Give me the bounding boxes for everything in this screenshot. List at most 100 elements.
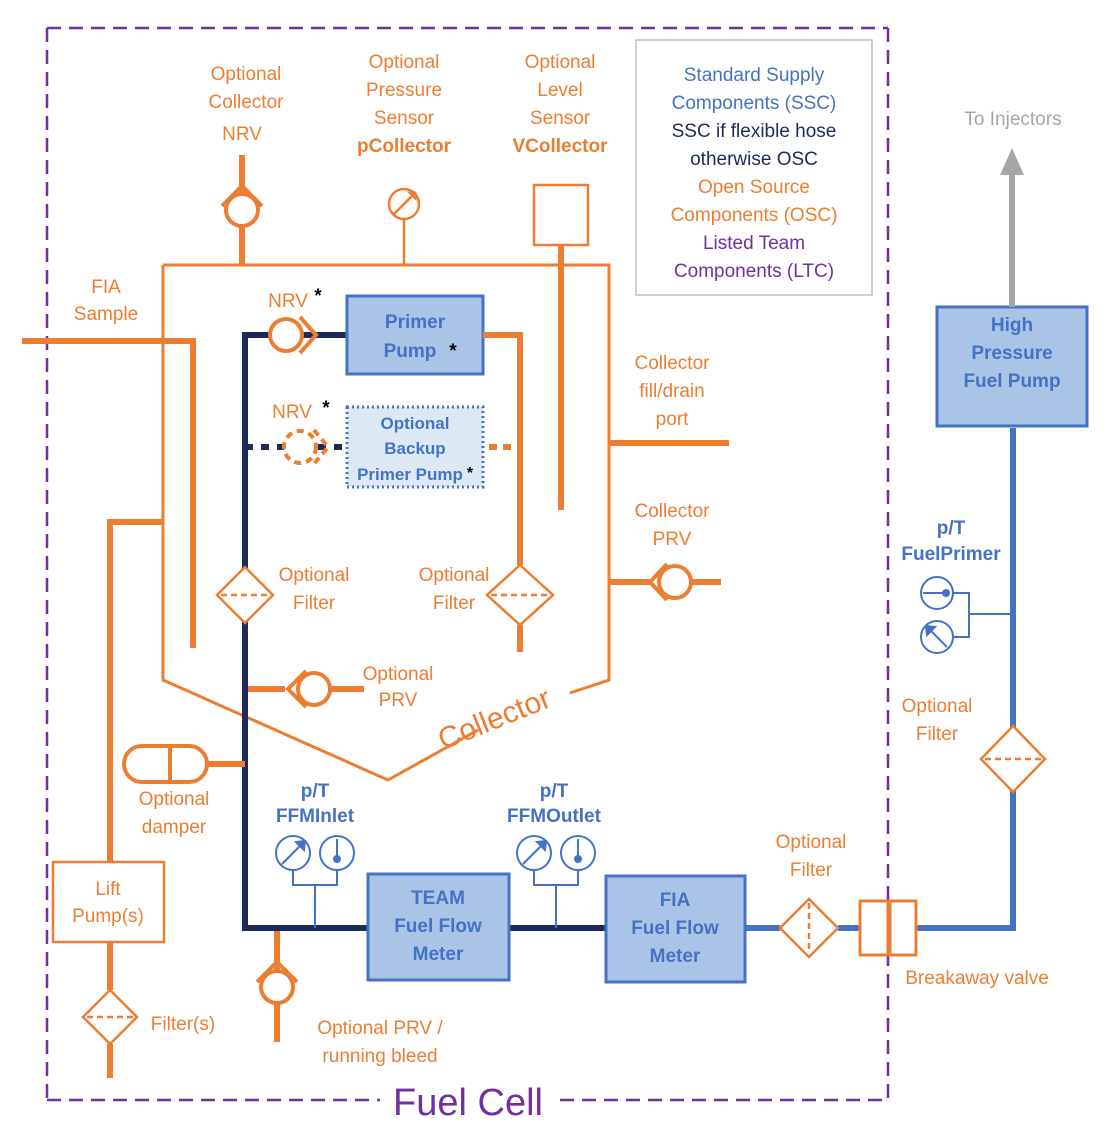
- filter-bottom-label-1: Optional: [776, 832, 847, 853]
- collector-prv-label-1: Collector: [635, 501, 711, 522]
- collector-prv: [609, 562, 721, 602]
- fill-drain-label-1: Collector: [635, 353, 711, 374]
- level-sensor-vcollector: [532, 183, 590, 510]
- collector-nrv-label-1: Optional: [211, 64, 282, 85]
- team-ffm-label-3: Meter: [413, 944, 464, 965]
- level-sensor-label-1: Optional: [525, 52, 596, 73]
- hp-pump-label-2: Pressure: [971, 343, 1052, 364]
- filter-bottom-label-2: Filter: [790, 860, 833, 881]
- legend-osc-line2: Components (OSC): [671, 205, 838, 226]
- team-ffm-label-1: TEAM: [411, 888, 465, 909]
- hp-pump-label-3: Fuel Pump: [963, 371, 1060, 392]
- pt-ffm-outlet-sensors: [516, 835, 596, 928]
- filter-right: [485, 563, 555, 652]
- backup-pump-label-2: Backup: [384, 439, 445, 458]
- pt-fuel-primer-sensors: [920, 576, 1013, 654]
- collector-prv-label-2: PRV: [653, 529, 692, 550]
- team-fuel-flow-meter: [366, 872, 511, 982]
- breakaway-valve: [858, 899, 918, 957]
- prv-bleed-label-2: running bleed: [322, 1046, 437, 1067]
- legend-ssc-flex-line1: SSC if flexible hose: [672, 121, 837, 142]
- lift-pump: [51, 860, 166, 944]
- supply-line-blue: [745, 428, 1016, 931]
- nrv-backup-asterisk: *: [322, 398, 330, 419]
- hp-pump-label-1: High: [991, 315, 1033, 336]
- pt-ffm-inlet-label-2: FFMInlet: [276, 806, 355, 827]
- backup-pump-asterisk: *: [467, 465, 474, 482]
- optional-prv: [248, 669, 364, 709]
- high-pressure-fuel-pump: [935, 305, 1089, 428]
- pt-ffm-outlet-label-2: FFMOutlet: [507, 806, 602, 827]
- lift-pump-line: [107, 519, 163, 1078]
- filter-hp: [979, 724, 1047, 794]
- primer-pump-label-1: Primer: [385, 312, 446, 333]
- breakaway-valve-label: Breakaway valve: [905, 968, 1049, 989]
- filter-right-label-1: Optional: [419, 565, 490, 586]
- filter-hp-label-2: Filter: [916, 724, 959, 745]
- lift-pump-label-1: Lift: [95, 879, 121, 900]
- level-sensor-label-3: Sensor: [530, 108, 591, 129]
- svg-text:Optional PRV /running bleed: Optional PRV / running bleed: [317, 1018, 443, 1067]
- filter-right-label-2: Filter: [433, 593, 476, 614]
- collector-nrv-label-3: NRV: [222, 124, 262, 145]
- fia-ffm-label-3: Meter: [650, 946, 701, 967]
- filter-left-label-2: Filter: [293, 593, 336, 614]
- fia-sample-label-2: Sample: [74, 304, 138, 325]
- optional-prv-label-1: Optional: [363, 664, 434, 685]
- to-injectors-arrow: [1000, 148, 1024, 307]
- pt-fuel-primer-label-2: FuelPrimer: [901, 544, 1001, 565]
- lift-pump-filter: [81, 988, 139, 1046]
- fia-ffm-label-2: Fuel Flow: [631, 918, 719, 939]
- backup-pump-label-1: Optional: [381, 414, 450, 433]
- legend-ltc-line2: Components (LTC): [674, 261, 834, 282]
- legend-osc-line1: Open Source: [698, 177, 810, 198]
- backup-pump-label-3: Primer Pump: [357, 465, 463, 484]
- pressure-sensor-label-1: Optional: [369, 52, 440, 73]
- damper-label-2: damper: [142, 817, 207, 838]
- pt-ffm-inlet-label-1: p/T: [301, 781, 330, 802]
- fia-sample-label-1: FIA: [91, 277, 121, 298]
- level-sensor-label-2: Level: [537, 80, 582, 101]
- pt-ffm-inlet-sensors: [275, 835, 355, 928]
- backup-nrv: [282, 428, 331, 466]
- level-sensor-name: VCollector: [512, 136, 608, 157]
- prv-bleed-label-1: Optional PRV /: [317, 1018, 443, 1039]
- prv-running-bleed: [255, 931, 299, 1042]
- team-ffm-label-2: Fuel Flow: [394, 916, 482, 937]
- collector-nrv: [220, 155, 264, 265]
- pt-ffm-outlet-label-1: p/T: [540, 781, 569, 802]
- optional-damper: [122, 744, 245, 784]
- fill-drain-label-3: port: [656, 409, 689, 430]
- collector-nrv-label-2: Collector: [209, 92, 285, 113]
- primer-pump-outlet: [483, 332, 523, 565]
- fia-ffm-label-1: FIA: [660, 890, 691, 911]
- lift-pump-label-2: Pump(s): [72, 906, 144, 927]
- fill-drain-label-2: fill/drain: [639, 381, 704, 402]
- filter-left: [215, 565, 275, 625]
- primer-pump-label-2: Pump: [384, 341, 437, 362]
- primer-nrv: [268, 315, 319, 355]
- filter-left-label-1: Optional: [279, 565, 350, 586]
- backup-primer-pump: [345, 405, 485, 489]
- pressure-sensor-name: pCollector: [357, 136, 452, 157]
- fia-fuel-flow-meter: [604, 874, 747, 984]
- legend-ltc-line1: Listed Team: [703, 233, 805, 254]
- legend: Standard Supply Components (SSC) SSC if …: [635, 39, 873, 296]
- fia-sample-line: [22, 338, 196, 648]
- pressure-sensor-label-3: Sensor: [374, 108, 435, 129]
- filter-hp-label-1: Optional: [902, 696, 973, 717]
